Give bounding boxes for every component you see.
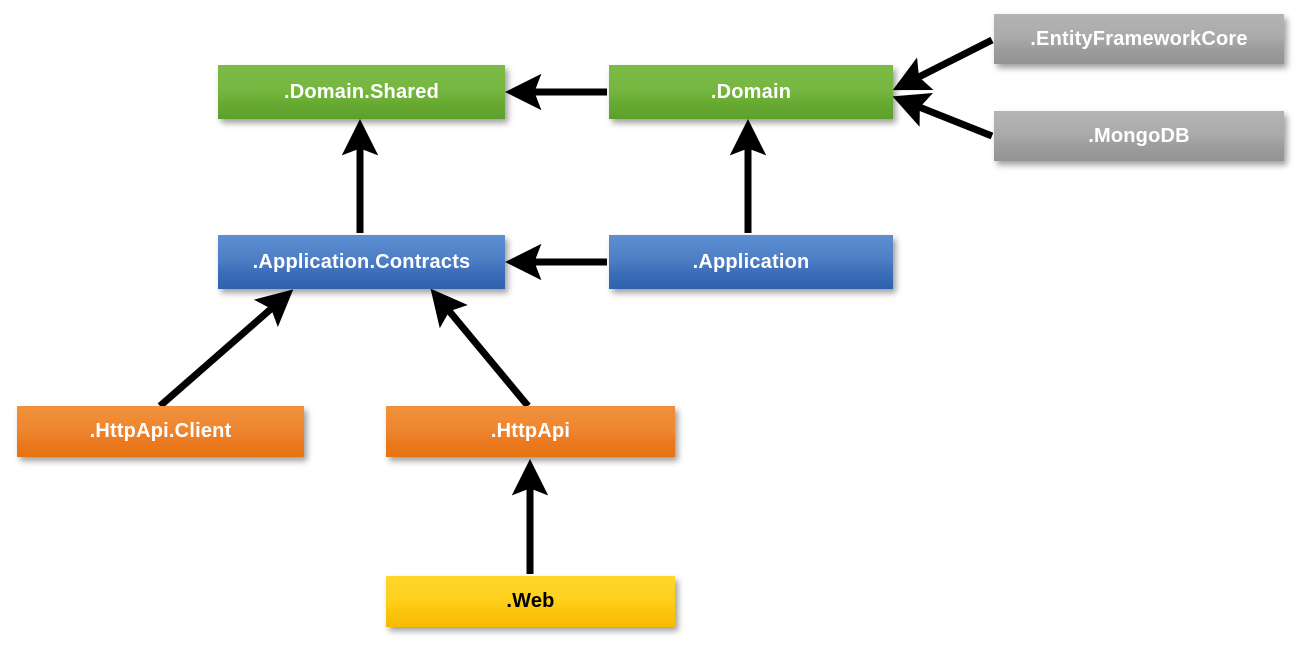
node-entityframeworkcore[interactable]: .EntityFrameworkCore [994, 14, 1284, 64]
edge-mongodb-to-domain [892, 92, 994, 140]
node-label: .Application [692, 250, 810, 273]
node-domain-shared[interactable]: .Domain.Shared [218, 65, 505, 119]
node-application-contracts[interactable]: .Application.Contracts [218, 235, 505, 289]
node-mongodb[interactable]: .MongoDB [994, 111, 1284, 161]
node-httpapi[interactable]: .HttpApi [386, 406, 675, 457]
node-label: .Web [506, 590, 555, 612]
node-label: .HttpApi.Client [89, 420, 232, 442]
node-domain[interactable]: .Domain [609, 65, 893, 119]
node-label: .Application.Contracts [252, 250, 471, 273]
node-label: .Domain [710, 80, 792, 103]
node-web[interactable]: .Web [386, 576, 675, 627]
node-httpapi-client[interactable]: .HttpApi.Client [17, 406, 304, 457]
node-application[interactable]: .Application [609, 235, 893, 289]
node-label: .EntityFrameworkCore [1030, 27, 1248, 50]
node-label: .Domain.Shared [283, 80, 440, 103]
node-label: .HttpApi [490, 420, 571, 442]
edge-httpapi-client-to-application-contracts [157, 289, 294, 409]
node-label: .MongoDB [1088, 124, 1190, 147]
edge-httpapi-to-application-contracts [430, 288, 531, 409]
edge-entityframeworkcore-to-domain [892, 36, 994, 91]
